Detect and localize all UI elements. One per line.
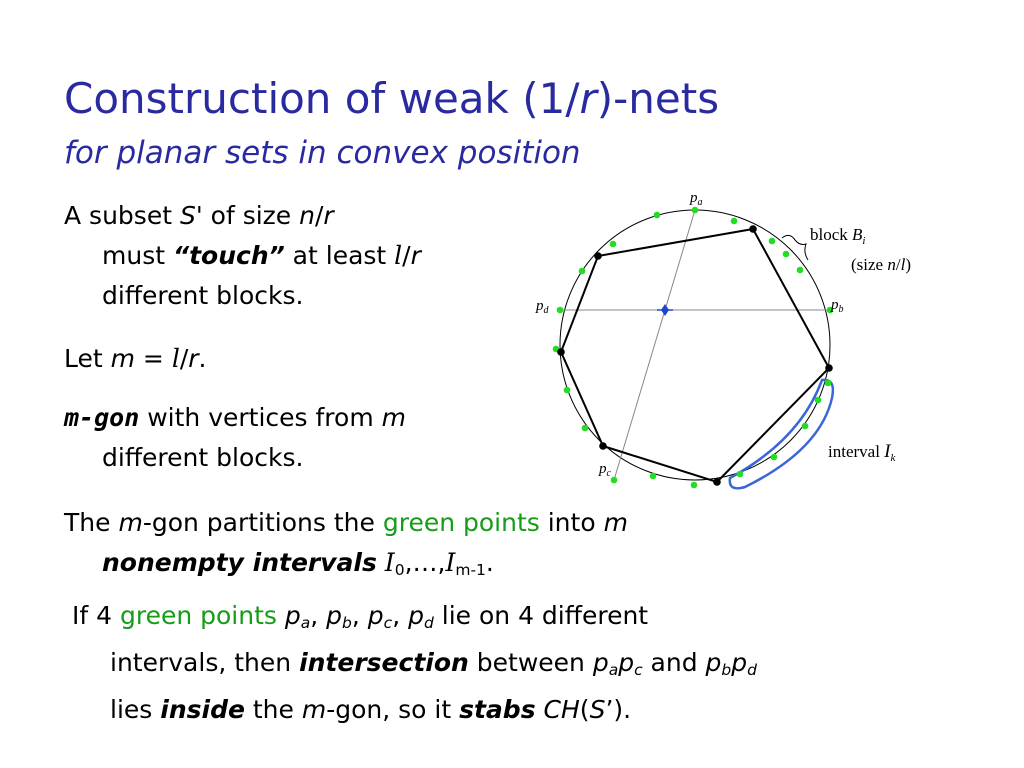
label-interval: interval Ik [828,441,897,464]
vertex [599,442,607,450]
green-point [578,267,586,275]
green-point [730,217,738,225]
vertex [825,364,833,372]
green-point [581,424,589,432]
green-point [782,250,790,258]
green-point [768,237,776,245]
interval-outline [728,378,835,490]
bullet-subset-touch: A subset S' of size n/r must “touch” at … [64,201,421,310]
green-point [814,396,822,404]
green-point [824,379,832,387]
label-block-size: (size n/l) [851,255,911,274]
green-point [796,266,804,274]
green-points [552,206,834,489]
green-point [653,211,661,219]
vertex [594,252,602,260]
label-pc: pc [598,461,612,479]
block-brace [781,234,809,261]
green-point-pd [556,306,564,314]
green-point [690,481,698,489]
bullet-m-gon: m-gon with vertices from m different blo… [64,403,406,472]
green-point [563,386,571,394]
vertex [557,348,565,356]
green-point-pa [691,206,699,214]
label-pa: pa [689,190,703,208]
green-point [736,470,744,478]
green-point [649,472,657,480]
green-point [609,240,617,248]
label-pb: pb [830,297,844,315]
slide-subtitle: for planar sets in convex position [64,135,581,171]
bullet-let-m: Let m = l/r. [64,344,207,373]
vertex [749,225,757,233]
m-gon-vertices [557,225,833,486]
slide-title: Construction of weak (1/r)-nets [64,74,720,123]
bullet-partition: The m-gon partitions the green points in… [64,508,628,579]
green-point [801,422,809,430]
green-point-pc [610,476,618,484]
green-point-pb [826,306,834,314]
label-block: block Bi [810,225,865,247]
chord-pa-pc [613,209,696,481]
label-pd: pd [535,298,550,316]
bullet-intersection: If 4 green points pa, pb, pc, pd lie on … [72,601,757,724]
green-point [770,453,778,461]
vertex [713,478,721,486]
convex-position-diagram: pa pb pc pd block Bi (size n/l) interval… [535,190,911,490]
